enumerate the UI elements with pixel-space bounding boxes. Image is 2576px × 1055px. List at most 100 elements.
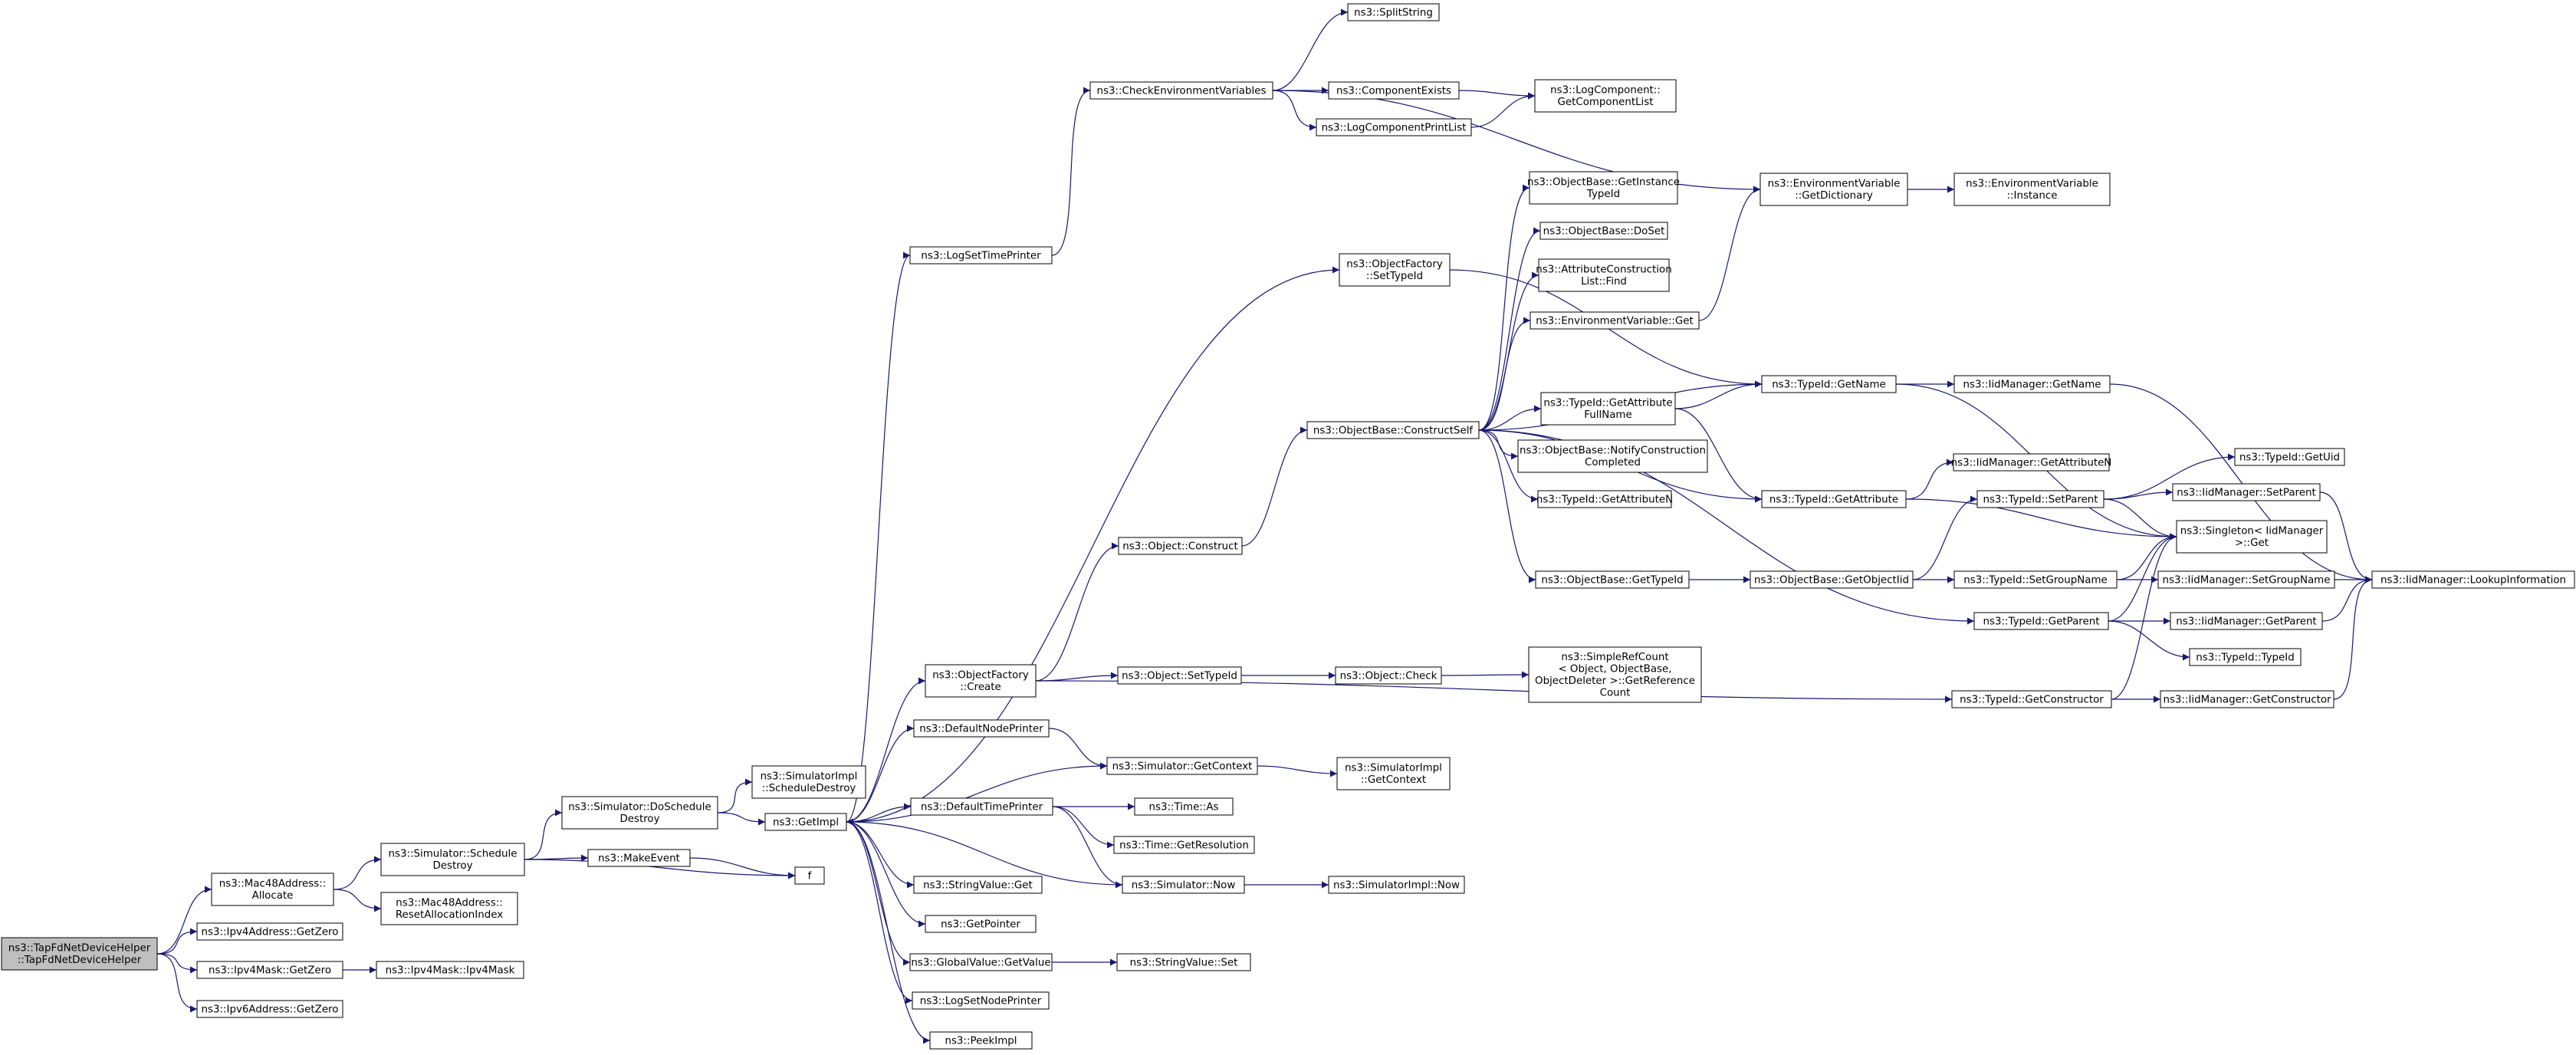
node-make_event[interactable]: ns3::MakeEvent xyxy=(587,849,691,867)
node-box xyxy=(1306,421,1480,439)
node-simplerefcount[interactable]: ns3::SimpleRefCount< Object, ObjectBase,… xyxy=(1528,646,1702,703)
node-getimpl[interactable]: ns3::GetImpl xyxy=(764,813,847,831)
edge-sched_destroy-to-do_sched xyxy=(524,809,563,860)
node-sim_now[interactable]: ns3::Simulator::Now xyxy=(1122,876,1245,894)
node-simimpl_now[interactable]: ns3::SimulatorImpl::Now xyxy=(1328,876,1465,894)
edge-mac_alloc-to-sched_destroy xyxy=(333,856,382,890)
edge-getimpl-to-gv_getvalue xyxy=(846,821,911,966)
node-logsettime[interactable]: ns3::LogSetTimePrinter xyxy=(909,246,1053,265)
edge-objf_create-to-obj_construct xyxy=(1035,542,1119,682)
node-objf_settypeid[interactable]: ns3::ObjectFactory::SetTypeId xyxy=(1339,253,1451,287)
node-splitstring[interactable]: ns3::SplitString xyxy=(1347,3,1440,21)
node-envvar_getdict[interactable]: ns3::EnvironmentVariable::GetDictionary xyxy=(1760,173,1908,206)
edge-getimpl-to-objf_settypeid xyxy=(846,266,1340,823)
edge-tid_getattrfull-to-tid_getname xyxy=(1674,380,1763,409)
node-label: ns3::EnvironmentVariable::Get xyxy=(1536,315,1694,327)
node-ipv4m_ctor[interactable]: ns3::Ipv4Mask::Ipv4Mask xyxy=(376,961,524,979)
node-objf_create[interactable]: ns3::ObjectFactory::Create xyxy=(925,664,1037,698)
edge-root-to-ipv4a_zero xyxy=(156,928,198,955)
node-box xyxy=(561,796,718,830)
node-logcompprint[interactable]: ns3::LogComponentPrintList xyxy=(1316,118,1472,136)
node-strval_get[interactable]: ns3::StringValue::Get xyxy=(913,876,1043,894)
node-obj_construct[interactable]: ns3::Object::Construct xyxy=(1118,537,1243,555)
node-ob_doset[interactable]: ns3::ObjectBase::DoSet xyxy=(1539,222,1668,240)
node-envvar_instance[interactable]: ns3::EnvironmentVariable::Instance xyxy=(1953,173,2111,206)
node-mac_reset[interactable]: ns3::Mac48Address::ResetAllocationIndex xyxy=(380,892,518,925)
node-simimpl_getcontext[interactable]: ns3::SimulatorImpl::GetContext xyxy=(1336,757,1451,790)
node-sched_destroy[interactable]: ns3::Simulator::ScheduleDestroy xyxy=(380,843,525,876)
node-box xyxy=(1953,570,2118,589)
node-ipv4m_zero[interactable]: ns3::Ipv4Mask::GetZero xyxy=(196,961,343,979)
node-peekimpl[interactable]: ns3::PeekImpl xyxy=(929,1031,1033,1050)
node-iid_setparent[interactable]: ns3::IidManager::SetParent xyxy=(2172,483,2321,501)
node-obj_check[interactable]: ns3::Object::Check xyxy=(1335,666,1442,685)
node-box xyxy=(794,866,825,885)
node-box xyxy=(2189,648,2302,666)
node-def_time[interactable]: ns3::DefaultTimePrinter xyxy=(910,797,1053,816)
node-ob_constructself[interactable]: ns3::ObjectBase::ConstructSelf xyxy=(1306,421,1480,439)
node-time_as[interactable]: ns3::Time::As xyxy=(1134,797,1234,816)
node-box xyxy=(1761,490,1907,508)
node-getpointer[interactable]: ns3::GetPointer xyxy=(925,915,1037,933)
node-tid_setparent[interactable]: ns3::TypeId::SetParent xyxy=(1976,490,2104,508)
node-ob_notify[interactable]: ns3::ObjectBase::NotifyConstructionCompl… xyxy=(1517,439,1708,473)
node-tid_setgroup[interactable]: ns3::TypeId::SetGroupName xyxy=(1953,570,2118,589)
node-tid_getuid[interactable]: ns3::TypeId::GetUid xyxy=(2234,448,2345,466)
node-logsetnode[interactable]: ns3::LogSetNodePrinter xyxy=(912,991,1050,1010)
node-iid_lookup[interactable]: ns3::IidManager::LookupInformation xyxy=(2371,570,2575,589)
edge-ob_constructself-to-tid_getattrfull xyxy=(1478,405,1542,431)
node-mac_alloc[interactable]: ns3::Mac48Address::Allocate xyxy=(211,873,334,906)
node-tid_getattr[interactable]: ns3::TypeId::GetAttribute xyxy=(1761,490,1907,508)
edge-root-to-ipv4m_zero xyxy=(156,953,198,974)
node-label: ns3::CheckEnvironmentVariables xyxy=(1097,85,1267,97)
node-label: Allocate xyxy=(252,890,294,902)
node-ipv4a_zero[interactable]: ns3::Ipv4Address::GetZero xyxy=(196,922,343,941)
node-tid_typeid[interactable]: ns3::TypeId::TypeId xyxy=(2189,648,2302,666)
node-label: ns3::Simulator::DoSchedule xyxy=(568,802,711,813)
node-envvar_get[interactable]: ns3::EnvironmentVariable::Get xyxy=(1530,311,1700,330)
node-ob_getobjtid[interactable]: ns3::ObjectBase::GetObjectIid xyxy=(1750,570,1914,589)
node-strval_set[interactable]: ns3::StringValue::Set xyxy=(1116,953,1251,971)
node-ipv6_zero[interactable]: ns3::Ipv6Address::GetZero xyxy=(196,1000,343,1018)
node-obj_settypeid[interactable]: ns3::Object::SetTypeId xyxy=(1117,666,1242,685)
node-label: ::GetContext xyxy=(1361,774,1426,786)
node-iid_getctor[interactable]: ns3::IidManager::GetConstructor xyxy=(2160,690,2334,708)
node-f[interactable]: f xyxy=(794,866,825,885)
node-label: ns3::IidManager::GetParent xyxy=(2176,616,2316,627)
node-gv_getvalue[interactable]: ns3::GlobalValue::GetValue xyxy=(909,953,1053,971)
node-box xyxy=(1976,490,2104,508)
node-sim_getcontext[interactable]: ns3::Simulator::GetContext xyxy=(1106,757,1258,775)
node-label: Destroy xyxy=(432,860,472,872)
node-iid_getattrn[interactable]: ns3::IidManager::GetAttributeN xyxy=(1951,453,2112,472)
node-label: ns3::LogComponentPrintList xyxy=(1322,122,1467,133)
node-iid_getname[interactable]: ns3::IidManager::GetName xyxy=(1953,375,2111,393)
node-label: ::GetDictionary xyxy=(1795,190,1873,202)
node-def_node[interactable]: ns3::DefaultNodePrinter xyxy=(913,719,1050,738)
node-checkenv[interactable]: ns3::CheckEnvironmentVariables xyxy=(1089,81,1273,100)
node-box xyxy=(196,1000,343,1018)
node-logcomp_getlist[interactable]: ns3::LogComponent::GetComponentList xyxy=(1534,79,1677,113)
node-box xyxy=(909,246,1053,265)
node-compexists[interactable]: ns3::ComponentExists xyxy=(1328,81,1460,100)
node-label: ns3::PeekImpl xyxy=(945,1035,1017,1047)
node-tid_getattrn[interactable]: ns3::TypeId::GetAttributeN xyxy=(1536,490,1673,508)
node-tid_getctor[interactable]: ns3::TypeId::GetConstructor xyxy=(1951,690,2112,708)
node-time_getres[interactable]: ns3::Time::GetResolution xyxy=(1113,836,1255,854)
node-label: Count xyxy=(1600,688,1631,699)
node-iid_setgroup[interactable]: ns3::IidManager::SetGroupName xyxy=(2157,570,2335,589)
node-tid_getname[interactable]: ns3::TypeId::GetName xyxy=(1761,375,1897,393)
node-label: ns3::LogSetTimePrinter xyxy=(921,250,1041,261)
node-singleton_get[interactable]: ns3::Singleton< IidManager>::Get xyxy=(2176,520,2328,554)
node-label: ::Instance xyxy=(2007,190,2058,202)
node-tid_getparent[interactable]: ns3::TypeId::GetParent xyxy=(1973,612,2109,630)
node-simimpl_sched[interactable]: ns3::SimulatorImpl::ScheduleDestroy xyxy=(751,765,866,799)
node-label: ns3::TypeId::GetName xyxy=(1772,379,1886,390)
node-ob_gettypeid[interactable]: ns3::ObjectBase::GetTypeId xyxy=(1535,570,1690,589)
node-iid_getparent[interactable]: ns3::IidManager::GetParent xyxy=(2170,612,2323,630)
node-label: ns3::AttributeConstruction xyxy=(1536,265,1671,276)
node-box xyxy=(2172,483,2321,501)
